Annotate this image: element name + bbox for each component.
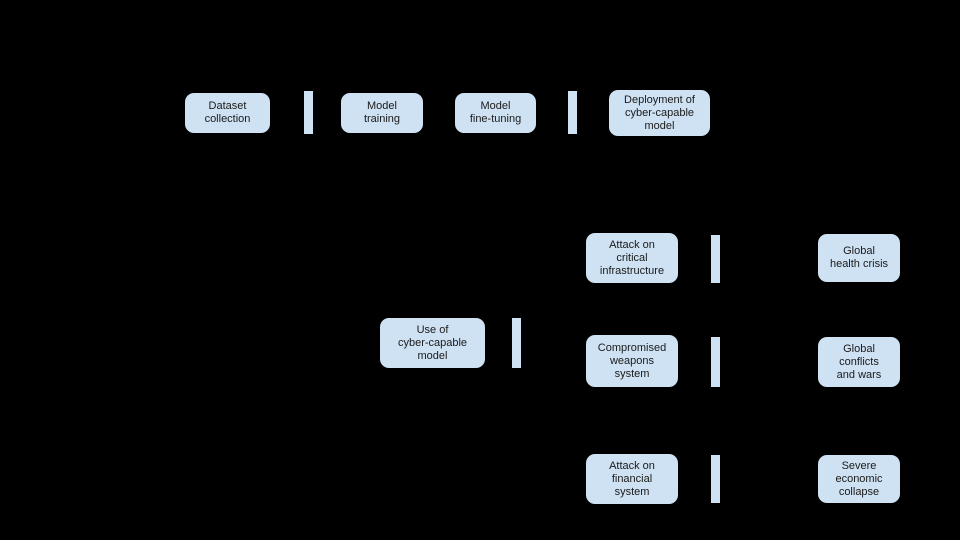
node-global-health-crisis: Global health crisis <box>818 234 900 282</box>
node-deployment-of-cyber-capable-model: Deployment of cyber-capable model <box>609 90 710 136</box>
node-compromised-weapons-system: Compromised weapons system <box>586 335 678 387</box>
node-global-conflicts-and-wars: Global conflicts and wars <box>818 337 900 387</box>
node-dataset-collection: Dataset collection <box>185 93 270 133</box>
connector-segment-infrastructure-to-health-crisis <box>711 235 720 283</box>
connector-segment-financial-to-collapse <box>711 455 720 503</box>
node-attack-on-financial-system: Attack on financial system <box>586 454 678 504</box>
connector-segment-weapons-to-conflicts <box>711 337 720 387</box>
node-model-training: Model training <box>341 93 423 133</box>
connector-segment-after-use-of-model <box>512 318 521 368</box>
node-use-of-cyber-capable-model: Use of cyber-capable model <box>380 318 485 368</box>
connector-segment-finetuning-to-deployment <box>568 91 577 134</box>
node-severe-economic-collapse: Severe economic collapse <box>818 455 900 503</box>
node-attack-on-critical-infrastructure: Attack on critical infrastructure <box>586 233 678 283</box>
connector-segment-dataset-to-training <box>304 91 313 134</box>
node-model-fine-tuning: Model fine-tuning <box>455 93 536 133</box>
